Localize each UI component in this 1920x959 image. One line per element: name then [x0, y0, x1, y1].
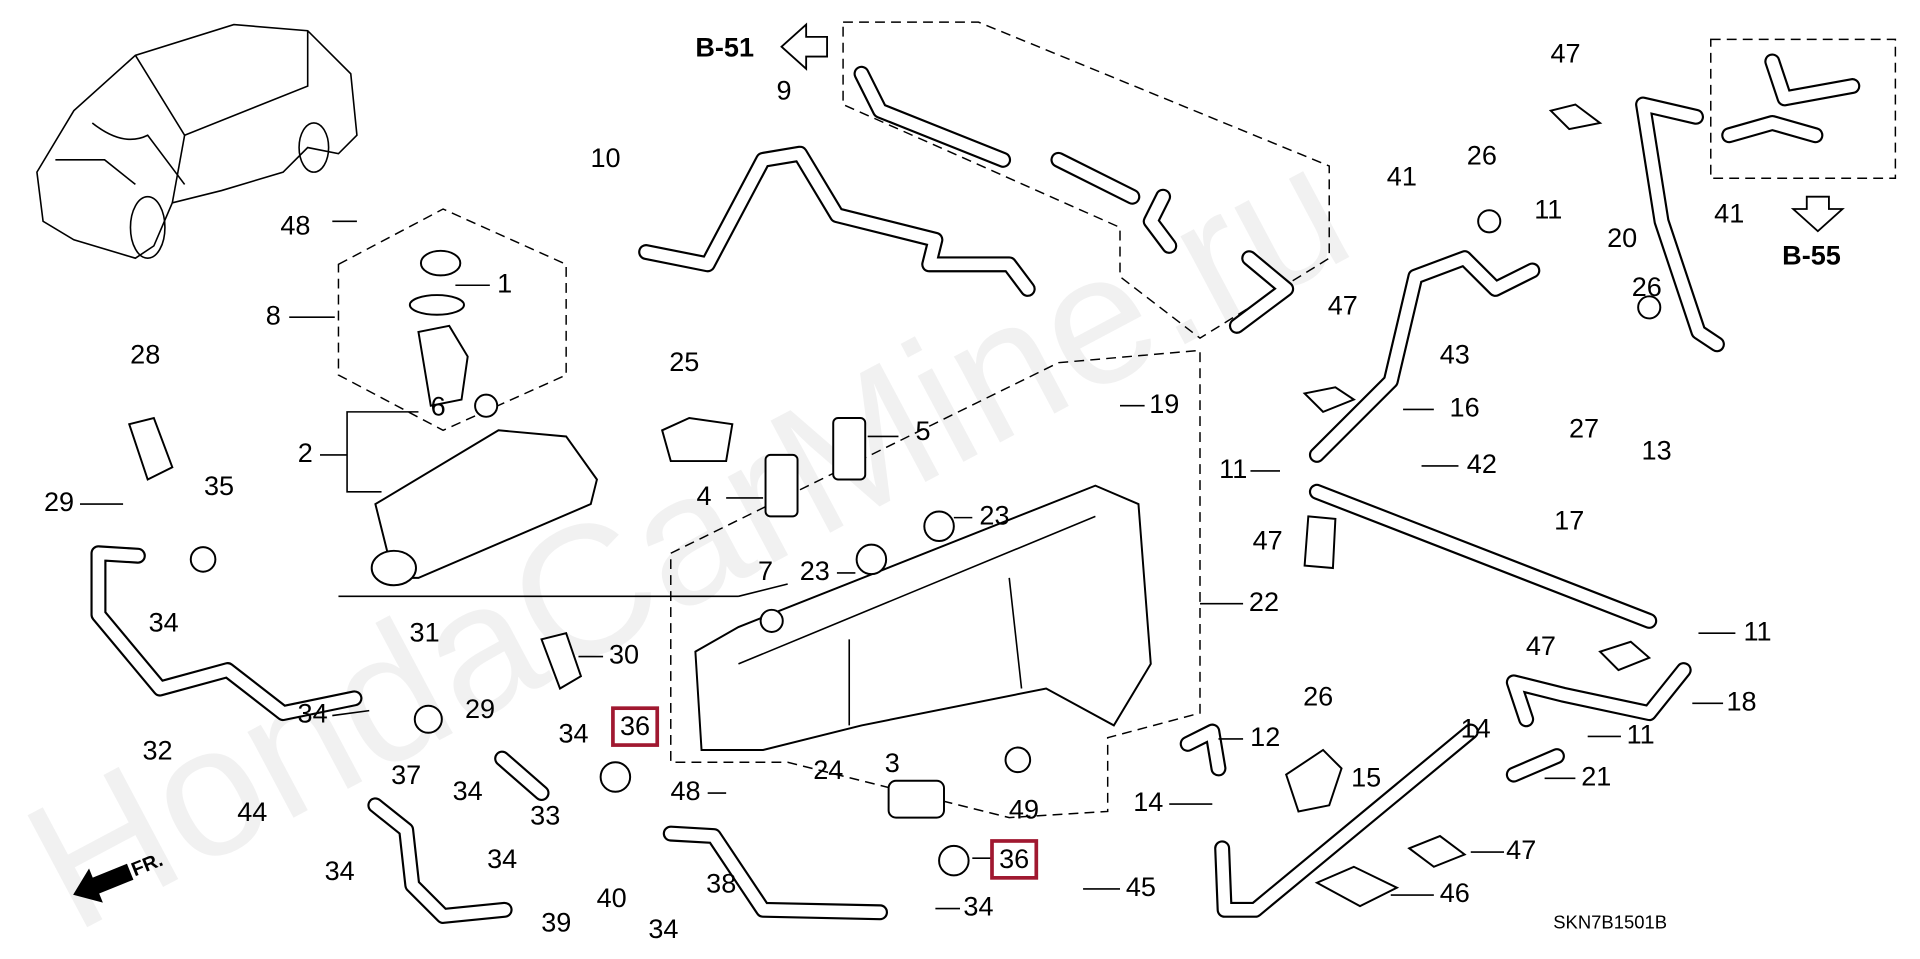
callout-47[interactable]: 47 — [1253, 525, 1283, 555]
callout-18[interactable]: 18 — [1726, 686, 1756, 716]
callout-26[interactable]: 26 — [1467, 141, 1497, 171]
callout-41[interactable]: 41 — [1387, 161, 1417, 191]
arrow-down-icon — [1790, 195, 1845, 233]
callout-34[interactable]: 34 — [648, 914, 678, 944]
callout-11[interactable]: 11 — [1534, 195, 1562, 225]
callout-36: 36 — [620, 711, 650, 741]
group-outline-nozzle — [842, 21, 1330, 340]
callout-11[interactable]: 11 — [1219, 454, 1247, 484]
callout-5[interactable]: 5 — [916, 416, 931, 446]
callout-4[interactable]: 4 — [696, 481, 711, 511]
callout-38[interactable]: 38 — [706, 868, 736, 898]
callout-48[interactable]: 48 — [670, 776, 700, 806]
callout-7[interactable]: 7 — [758, 556, 773, 586]
callout-17[interactable]: 17 — [1554, 506, 1584, 536]
callout-14[interactable]: 14 — [1461, 713, 1491, 743]
callout-46[interactable]: 46 — [1440, 878, 1470, 908]
boxed-callout-36-lower[interactable]: 36 — [990, 839, 1039, 880]
callout-47[interactable]: 47 — [1550, 38, 1580, 68]
callout-1[interactable]: 1 — [497, 268, 512, 298]
callout-12[interactable]: 12 — [1250, 722, 1280, 752]
callout-26[interactable]: 26 — [1632, 272, 1662, 302]
callout-21[interactable]: 21 — [1581, 761, 1611, 791]
leader-lines — [80, 220, 1736, 910]
callout-11[interactable]: 11 — [1627, 720, 1655, 750]
callout-3[interactable]: 3 — [885, 748, 900, 778]
boxed-callout-36-upper[interactable]: 36 — [611, 706, 660, 747]
callout-47[interactable]: 47 — [1526, 631, 1556, 661]
reference-b51[interactable]: B-51 — [695, 33, 754, 63]
reference-b55[interactable]: B-55 — [1782, 240, 1841, 270]
group-outline-tank — [670, 349, 1201, 819]
drawing-code: SKN7B1501B — [1553, 911, 1667, 932]
callout-22[interactable]: 22 — [1249, 587, 1279, 617]
callout-34[interactable]: 34 — [558, 718, 588, 748]
callout-43[interactable]: 43 — [1440, 340, 1470, 370]
callout-37[interactable]: 37 — [391, 760, 421, 790]
callout-6[interactable]: 6 — [431, 391, 446, 421]
callout-34[interactable]: 34 — [453, 776, 483, 806]
hoses — [90, 53, 1861, 924]
filler-neck — [370, 249, 598, 587]
callout-45[interactable]: 45 — [1126, 872, 1156, 902]
callout-20[interactable]: 20 — [1607, 223, 1637, 253]
callout-49[interactable]: 49 — [1009, 795, 1039, 825]
callout-47[interactable]: 47 — [1328, 291, 1358, 321]
callout-33[interactable]: 33 — [530, 801, 560, 831]
seals-grommets — [127, 103, 1662, 908]
group-outline-filler — [337, 208, 567, 432]
arrow-left-icon — [780, 22, 828, 71]
callout-34[interactable]: 34 — [298, 699, 328, 729]
callout-35[interactable]: 35 — [204, 471, 234, 501]
callout-41[interactable]: 41 — [1714, 198, 1744, 228]
vehicle-location-illustration — [36, 23, 358, 260]
callout-34[interactable]: 34 — [963, 892, 993, 922]
callout-27[interactable]: 27 — [1569, 413, 1599, 443]
callout-16[interactable]: 16 — [1450, 393, 1480, 423]
callout-42[interactable]: 42 — [1467, 449, 1497, 479]
callout-14[interactable]: 14 — [1133, 787, 1163, 817]
callout-15[interactable]: 15 — [1351, 763, 1381, 793]
callout-34[interactable]: 34 — [325, 856, 355, 886]
callout-40[interactable]: 40 — [597, 883, 627, 913]
callout-23[interactable]: 23 — [800, 556, 830, 586]
callout-10[interactable]: 10 — [590, 143, 620, 173]
callout-47[interactable]: 47 — [1506, 835, 1536, 865]
callout-11[interactable]: 11 — [1743, 616, 1771, 646]
group-outline-rear — [1710, 38, 1897, 180]
callout-31[interactable]: 31 — [410, 618, 440, 648]
callout-32[interactable]: 32 — [142, 736, 172, 766]
callout-36: 36 — [999, 844, 1029, 874]
callout-30[interactable]: 30 — [609, 640, 639, 670]
callout-9[interactable]: 9 — [776, 75, 791, 105]
callout-29[interactable]: 29 — [44, 487, 74, 517]
washer-tank — [694, 484, 1152, 751]
callout-26[interactable]: 26 — [1303, 681, 1333, 711]
callout-28[interactable]: 28 — [130, 340, 160, 370]
callout-34[interactable]: 34 — [487, 844, 517, 874]
callout-25[interactable]: 25 — [669, 347, 699, 377]
callout-8[interactable]: 8 — [266, 300, 281, 330]
washer-pumps — [660, 417, 945, 819]
callout-13[interactable]: 13 — [1642, 436, 1672, 466]
callout-23[interactable]: 23 — [979, 501, 1009, 531]
callout-48[interactable]: 48 — [280, 211, 310, 241]
callout-29[interactable]: 29 — [465, 694, 495, 724]
callout-34[interactable]: 34 — [149, 608, 179, 638]
callout-19[interactable]: 19 — [1149, 389, 1179, 419]
callout-44[interactable]: 44 — [237, 797, 267, 827]
front-direction-marker: FR. — [73, 849, 166, 903]
callout-2[interactable]: 2 — [298, 438, 313, 468]
callout-39[interactable]: 39 — [541, 908, 571, 938]
callout-24[interactable]: 24 — [813, 755, 843, 785]
